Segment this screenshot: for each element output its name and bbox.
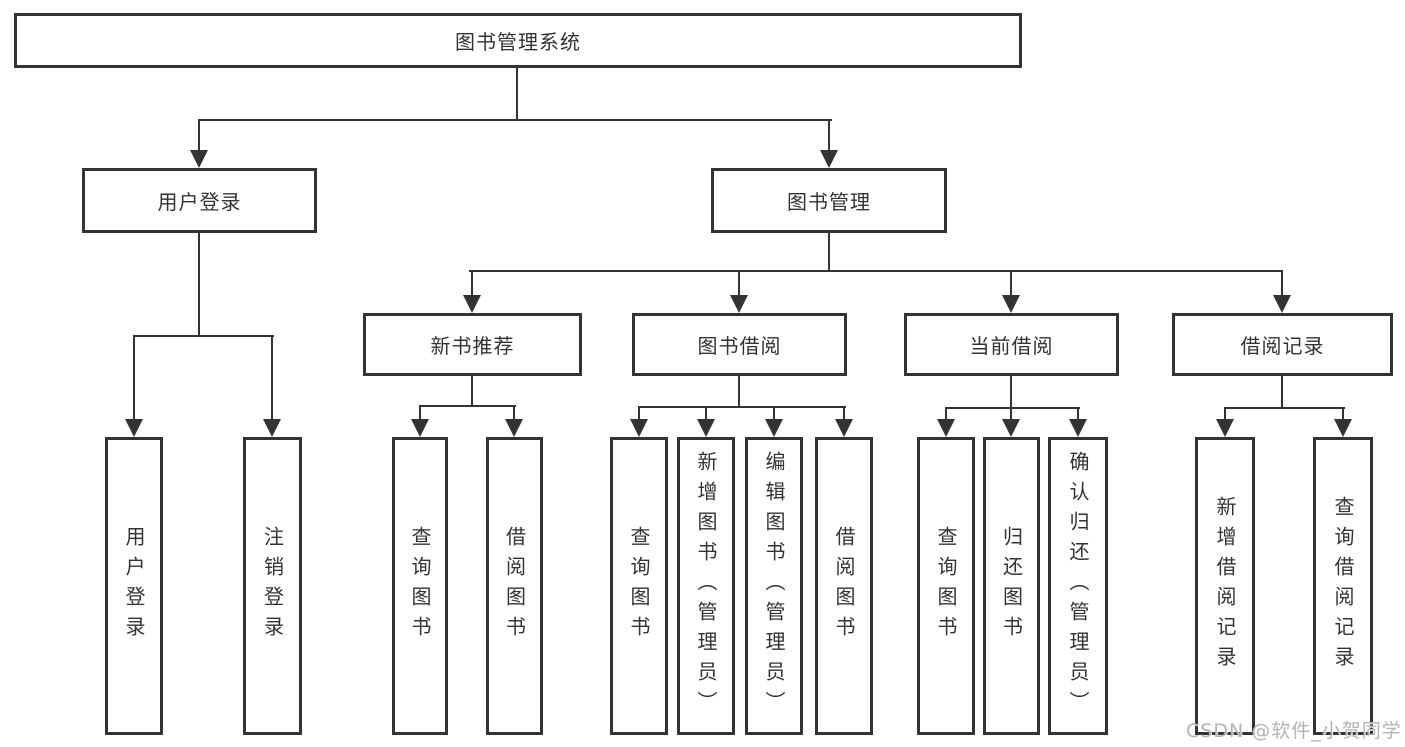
arrowhead-query-books-3	[937, 419, 955, 437]
connector-to-add-book-admin	[705, 406, 707, 421]
arrowhead-book-borrow	[730, 295, 748, 313]
connector-user-login-stem	[198, 233, 200, 335]
arrowhead-borrow-books-2	[835, 419, 853, 437]
connector-borrow-records-branch	[1224, 407, 1345, 409]
connector-to-query-books-1	[419, 405, 421, 421]
leaf-label: 查询借阅记录	[1331, 496, 1355, 676]
connector-to-current-borrow	[1010, 270, 1012, 297]
connector-to-query-borrow-record	[1342, 407, 1344, 421]
arrowhead-return-book	[1002, 419, 1020, 437]
leaf-borrow-books-1: 借阅图书	[486, 437, 543, 735]
connector-to-new-book-recommend	[471, 270, 473, 297]
leaf-add-book-admin: 新增图书（管理员）	[677, 437, 735, 735]
leaf-label: 借阅图书	[832, 526, 856, 646]
leaf-confirm-return-admin: 确认归还（管理员）	[1048, 437, 1108, 735]
node-new-book-recommend: 新书推荐	[363, 313, 582, 376]
connector-to-borrow-books-2	[843, 406, 845, 421]
node-label: 借阅记录	[1240, 334, 1325, 358]
leaf-add-borrow-record: 新增借阅记录	[1195, 437, 1255, 735]
connector-to-query-books-2	[638, 406, 640, 421]
connector-to-confirm-return-admin	[1077, 407, 1079, 421]
node-book-borrow: 图书借阅	[632, 313, 847, 376]
leaf-query-books-3: 查询图书	[917, 437, 975, 735]
leaf-label: 用户登录	[122, 526, 146, 646]
arrowhead-book-management	[820, 150, 838, 168]
node-label: 图书管理	[787, 190, 871, 214]
leaf-label: 确认归还（管理员）	[1066, 451, 1090, 721]
leaf-label: 新增图书（管理员）	[694, 451, 718, 721]
leaf-label: 查询图书	[408, 526, 432, 646]
arrowhead-query-books-2	[630, 419, 648, 437]
leaf-label: 借阅图书	[502, 526, 527, 646]
connector-book-management-branch	[469, 270, 1283, 272]
connector-to-borrow-records	[1281, 270, 1283, 297]
node-user-login: 用户登录	[82, 168, 317, 233]
connector-book-borrow-stem	[738, 376, 740, 406]
leaf-return-book: 归还图书	[983, 437, 1040, 735]
connector-to-query-books-3	[945, 407, 947, 421]
arrowhead-add-book-admin	[697, 419, 715, 437]
leaf-query-borrow-record: 查询借阅记录	[1313, 437, 1373, 735]
leaf-label: 注销登录	[260, 526, 285, 646]
arrowhead-borrow-books-1	[505, 419, 523, 437]
arrowhead-add-borrow-record	[1216, 419, 1234, 437]
connector-to-user-login	[198, 119, 200, 152]
arrowhead-confirm-return-admin	[1069, 419, 1087, 437]
leaf-logout: 注销登录	[243, 437, 302, 735]
arrowhead-user-login	[190, 150, 208, 168]
connector-to-leaf-user-login	[133, 335, 135, 421]
arrowhead-new-book-recommend	[463, 295, 481, 313]
leaf-query-books-2: 查询图书	[610, 437, 668, 735]
node-current-borrow: 当前借阅	[904, 313, 1119, 376]
node-label: 新书推荐	[430, 334, 515, 358]
connector-to-leaf-logout	[271, 335, 273, 421]
node-library-management-system: 图书管理系统	[14, 13, 1022, 68]
arrowhead-edit-book-admin	[765, 419, 783, 437]
connector-to-book-borrow	[738, 270, 740, 297]
leaf-edit-book-admin: 编辑图书（管理员）	[745, 437, 803, 735]
connector-current-borrow-branch	[945, 407, 1080, 409]
connector-book-management-stem	[828, 233, 830, 270]
node-label: 图书管理系统	[455, 30, 581, 54]
leaf-borrow-books-2: 借阅图书	[815, 437, 873, 735]
node-book-management: 图书管理	[711, 168, 947, 233]
node-label: 用户登录	[157, 190, 242, 214]
node-label: 图书借阅	[697, 334, 782, 358]
node-borrow-records: 借阅记录	[1172, 313, 1393, 376]
leaf-label: 查询图书	[934, 526, 958, 646]
arrowhead-borrow-records	[1273, 295, 1291, 313]
connector-new-book-recommend-stem	[471, 376, 473, 405]
connector-root-branch	[198, 119, 832, 121]
arrowhead-current-borrow	[1002, 295, 1020, 313]
arrowhead-leaf-user-login	[125, 419, 143, 437]
connector-borrow-records-stem	[1281, 376, 1283, 407]
leaf-query-books-1: 查询图书	[392, 437, 448, 735]
arrowhead-query-books-1	[411, 419, 429, 437]
leaf-label: 编辑图书（管理员）	[762, 451, 786, 721]
node-label: 当前借阅	[969, 334, 1054, 358]
connector-user-login-branch	[133, 335, 274, 337]
connector-to-return-book	[1010, 407, 1012, 421]
connector-root-stem	[516, 68, 518, 119]
leaf-label: 归还图书	[999, 526, 1024, 646]
leaf-user-login: 用户登录	[105, 437, 163, 735]
arrowhead-leaf-logout	[263, 419, 281, 437]
connector-to-book-management	[828, 119, 830, 152]
connector-current-borrow-stem	[1010, 376, 1012, 407]
connector-book-borrow-branch	[638, 406, 846, 408]
csdn-watermark: CSDN @软件_小贺同学	[1186, 720, 1402, 742]
connector-to-borrow-books-1	[513, 405, 515, 421]
arrowhead-query-borrow-record	[1334, 419, 1352, 437]
leaf-label: 新增借阅记录	[1213, 496, 1237, 676]
leaf-label: 查询图书	[627, 526, 651, 646]
connector-to-add-borrow-record	[1224, 407, 1226, 421]
connector-new-book-recommend-branch	[419, 405, 516, 407]
connector-to-edit-book-admin	[773, 406, 775, 421]
